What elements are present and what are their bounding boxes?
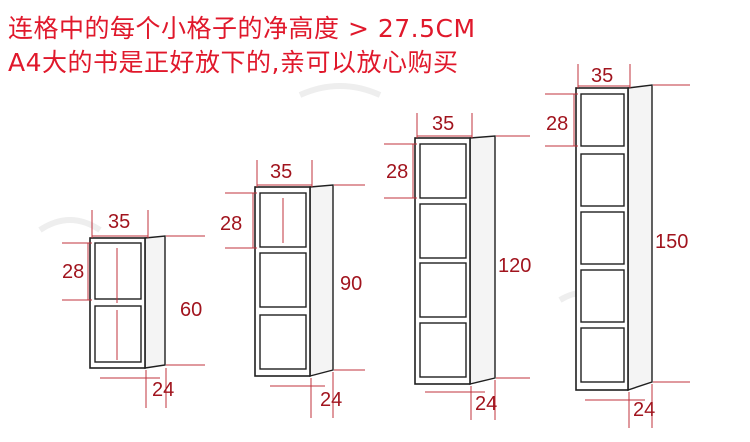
cell-height-label: 28: [546, 113, 568, 135]
depth-label: 24: [152, 379, 174, 401]
shelf-cell: [259, 252, 307, 308]
shelf-120: 35 28 120 24: [384, 113, 531, 420]
shelf-cell: [580, 269, 625, 323]
height-label: 60: [180, 299, 202, 321]
shelf-cell: [94, 305, 142, 363]
width-label: 35: [108, 211, 130, 233]
shelf-60: 35 28 60 24: [62, 210, 205, 408]
shelf-cell: [419, 203, 467, 259]
shelf-cell: [259, 314, 307, 370]
cell-height-label: 28: [62, 261, 84, 283]
height-label: 150: [655, 231, 688, 253]
headline-line-2: A4大的书是正好放下的,亲可以放心购买: [8, 48, 459, 77]
shelf-cell: [580, 153, 625, 207]
shelf-cell: [580, 211, 625, 265]
shelf-side-panel: [627, 84, 653, 391]
shelf-cell: [419, 262, 467, 318]
shelf-cell: [580, 93, 625, 147]
shelf-cell: [580, 327, 625, 383]
shelf-cell: [419, 322, 467, 378]
shelf-side-panel: [144, 235, 166, 369]
headline-line-1: 连格中的每个小格子的净高度 > 27.5CM: [8, 14, 476, 43]
height-label: 120: [498, 255, 531, 277]
depth-label: 24: [633, 399, 655, 421]
depth-label: 24: [475, 393, 497, 415]
cell-height-label: 28: [220, 213, 242, 235]
shelf-90: 35 28 90 24: [220, 160, 365, 418]
depth-label: 24: [320, 389, 342, 411]
width-label: 35: [270, 161, 292, 183]
cell-height-label: 28: [386, 161, 408, 183]
shelf-side-panel: [309, 184, 334, 377]
shelf-cell: [419, 143, 467, 199]
width-label: 35: [591, 65, 613, 87]
shelf-150: 35 28 150 24: [545, 64, 690, 428]
shelf-side-panel: [469, 135, 496, 385]
height-label: 90: [340, 273, 362, 295]
shelf-cell: [94, 242, 142, 300]
width-label: 35: [432, 113, 454, 135]
